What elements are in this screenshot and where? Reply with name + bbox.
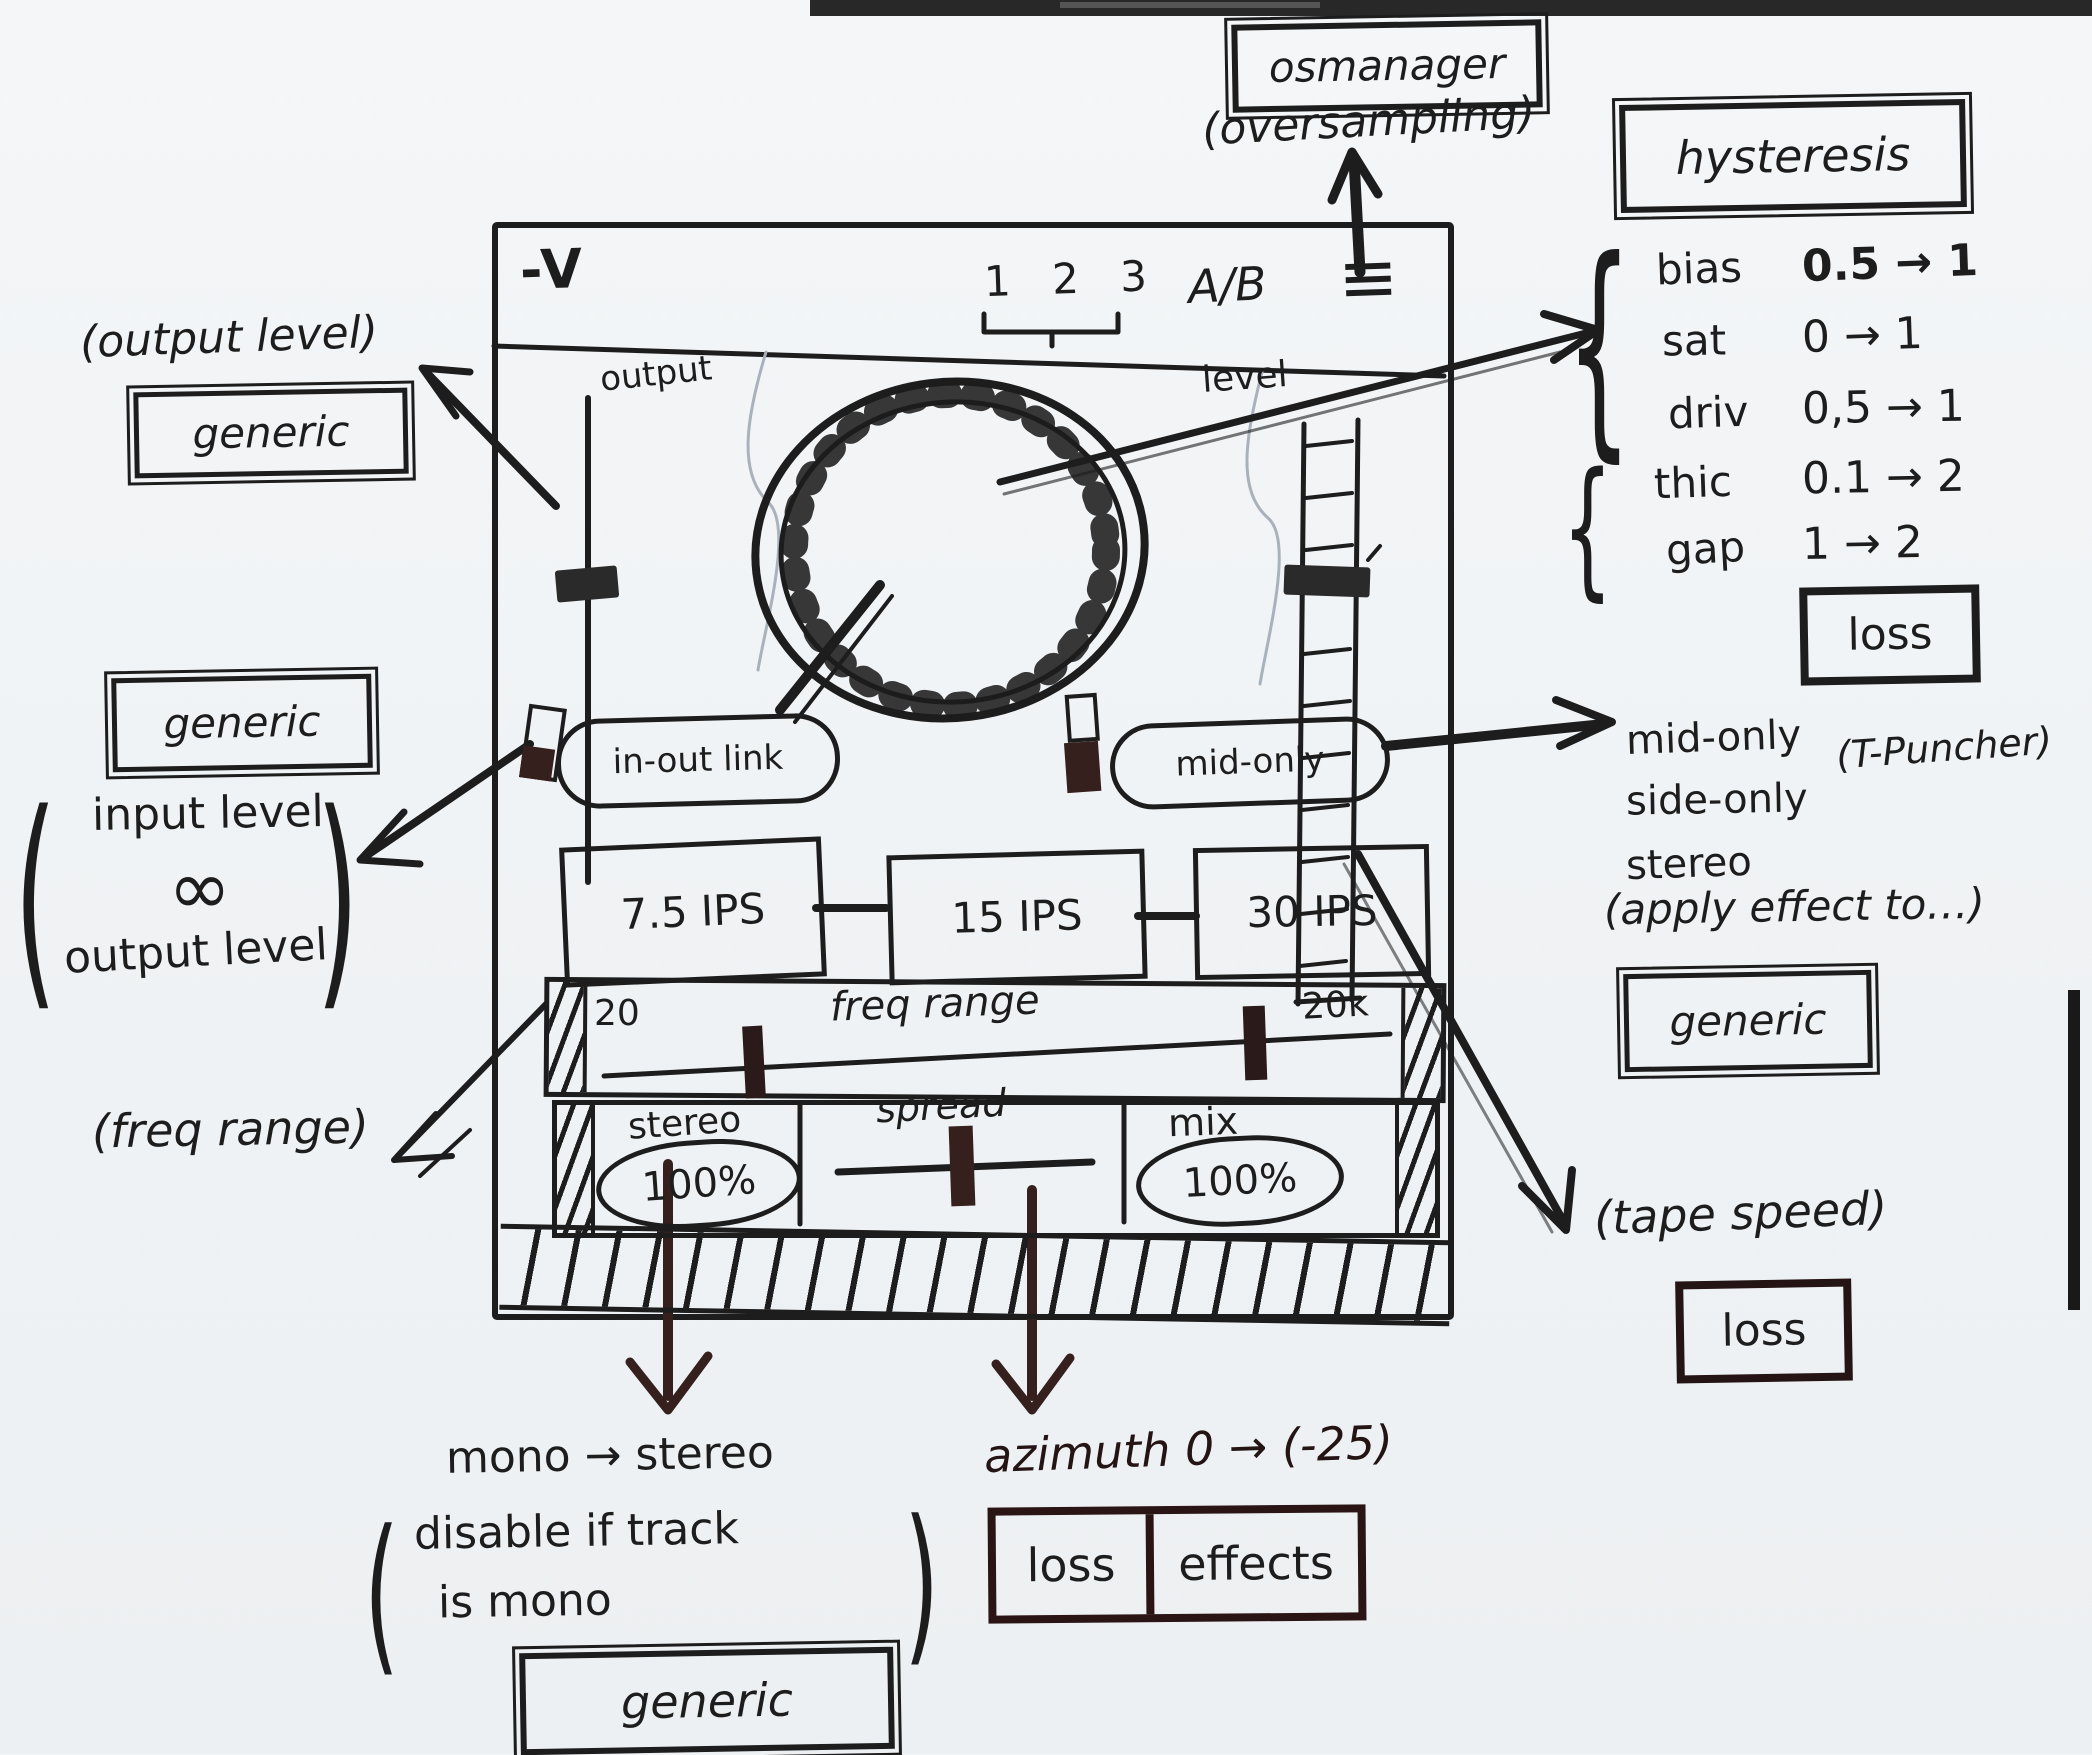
hysteresis-param-name: bias [1655, 242, 1743, 295]
freq-min-label: 20 [594, 993, 640, 1034]
hysteresis-param-range: 0.1 → 2 [1801, 450, 1966, 505]
freq-max-label: 20k [1300, 983, 1370, 1028]
hysteresis-param-name: sat [1661, 315, 1727, 366]
routing-generic-tag-box: generic [1616, 962, 1880, 1080]
freq-range-caption: (freq range) [91, 1099, 370, 1159]
paren-close: ) [316, 763, 359, 1033]
freq-range-handle-high[interactable] [1242, 1005, 1268, 1081]
speed-button-30ips[interactable]: 30 IPS [1192, 843, 1432, 981]
speed-button-7-5ips[interactable]: 7.5 IPS [559, 836, 827, 988]
mid-only-label: mid-only [1174, 739, 1326, 785]
scan-dark-band-light [1060, 2, 1320, 8]
slider-end-cap [548, 981, 588, 1093]
scan-edge-artifact [2068, 990, 2080, 1310]
mono-stereo-caption: mono → stereo [445, 1427, 775, 1484]
paren-open: ( [14, 763, 57, 1033]
in-out-link-button[interactable]: in-out link [554, 712, 842, 810]
slider-end-cap [1395, 1105, 1435, 1233]
hysteresis-tag: hysteresis [1675, 126, 1911, 185]
io-caption-line1: input level [91, 785, 325, 842]
mono-stereo-note-line1: disable if track [413, 1503, 740, 1560]
generic-tag: generic [620, 1672, 794, 1730]
slider-end-cap [557, 1105, 595, 1233]
slider-end-cap [1400, 987, 1442, 1099]
azimuth-caption: azimuth 0 → (-25) [983, 1414, 1394, 1484]
output-level-tag-box: generic [126, 380, 416, 486]
speed-button-label: 30 IPS [1245, 885, 1378, 938]
drive-knob[interactable] [760, 386, 1140, 716]
brace-icon: { [1566, 209, 1633, 483]
stereo-value: 100% [640, 1157, 758, 1211]
level-meter-handle[interactable] [1283, 564, 1371, 598]
infinity-icon: ∞ [168, 843, 232, 932]
routing-caption: (apply effect to…) [1603, 878, 1986, 935]
spread-label: spread [874, 1080, 1008, 1132]
hysteresis-param-range: 0,5 → 1 [1801, 380, 1966, 435]
tape-speed-tag-box: loss [1675, 1278, 1853, 1384]
azimuth-tags-box: loss effects [987, 1504, 1367, 1624]
generic-tag: generic [1669, 994, 1827, 1047]
hysteresis-param-name: thic [1653, 456, 1733, 509]
generic-tag: generic [192, 406, 350, 459]
effects-tag: effects [1145, 1512, 1359, 1615]
scan-dark-band [810, 0, 2092, 16]
loss-tag: loss [1721, 1304, 1807, 1357]
mono-stereo-note-line2: is mono [437, 1574, 613, 1629]
io-generic-tag-box: generic [104, 666, 380, 780]
hysteresis-param-range: 0 → 1 [1801, 307, 1924, 364]
hysteresis-param-name: driv [1667, 386, 1750, 439]
in-out-link-label: in-out link [612, 738, 784, 783]
hysteresis-module: loss [1847, 608, 1933, 661]
loss-tag: loss [1026, 1537, 1116, 1593]
mono-stereo-tag-box: generic [512, 1639, 902, 1755]
hysteresis-module-box: loss [1799, 584, 1981, 686]
routing-option: mid-only [1625, 711, 1803, 765]
speed-button-label: 7.5 IPS [619, 883, 767, 940]
output-slider-handle[interactable] [554, 565, 620, 603]
routing-option: side-only [1625, 775, 1809, 825]
paren-open: ( [364, 1494, 400, 1694]
speed-button-label: 15 IPS [950, 890, 1084, 943]
paren-close: ) [904, 1484, 940, 1684]
brace-icon: { [1562, 440, 1613, 616]
preset-buttons[interactable]: 1 2 3 [983, 250, 1162, 307]
mid-only-button[interactable]: mid-only [1108, 715, 1392, 811]
ab-compare-button[interactable]: A/B [1186, 255, 1268, 315]
tape-strip [499, 1223, 1451, 1327]
hysteresis-tag-box: hysteresis [1612, 91, 1974, 221]
hysteresis-param-range: 0.5 → 1 [1801, 234, 1979, 293]
routing-note: (T-Puncher) [1834, 718, 2054, 778]
freq-range-handle-low[interactable] [742, 1025, 766, 1099]
mid-only-toggle[interactable] [1061, 692, 1102, 794]
oversampling-tag: osmanager [1268, 38, 1506, 92]
level-meter-label: level [1200, 354, 1289, 401]
hysteresis-param-range: 1 → 2 [1801, 516, 1924, 571]
mix-value: 100% [1181, 1155, 1299, 1207]
generic-tag: generic [163, 696, 321, 749]
menu-icon[interactable]: ≡ [1336, 233, 1400, 321]
io-caption-line2: output level [62, 919, 329, 984]
output-level-caption: (output level) [79, 306, 379, 369]
spread-slider-handle[interactable] [948, 1125, 976, 1207]
speed-button-15ips[interactable]: 15 IPS [886, 848, 1148, 986]
hysteresis-param-name: gap [1664, 521, 1747, 576]
freq-range-label: freq range [829, 977, 1041, 1031]
routing-option: stereo [1625, 838, 1753, 890]
logo: -V [518, 236, 586, 303]
tape-speed-caption: (tape speed) [1593, 1180, 1889, 1246]
